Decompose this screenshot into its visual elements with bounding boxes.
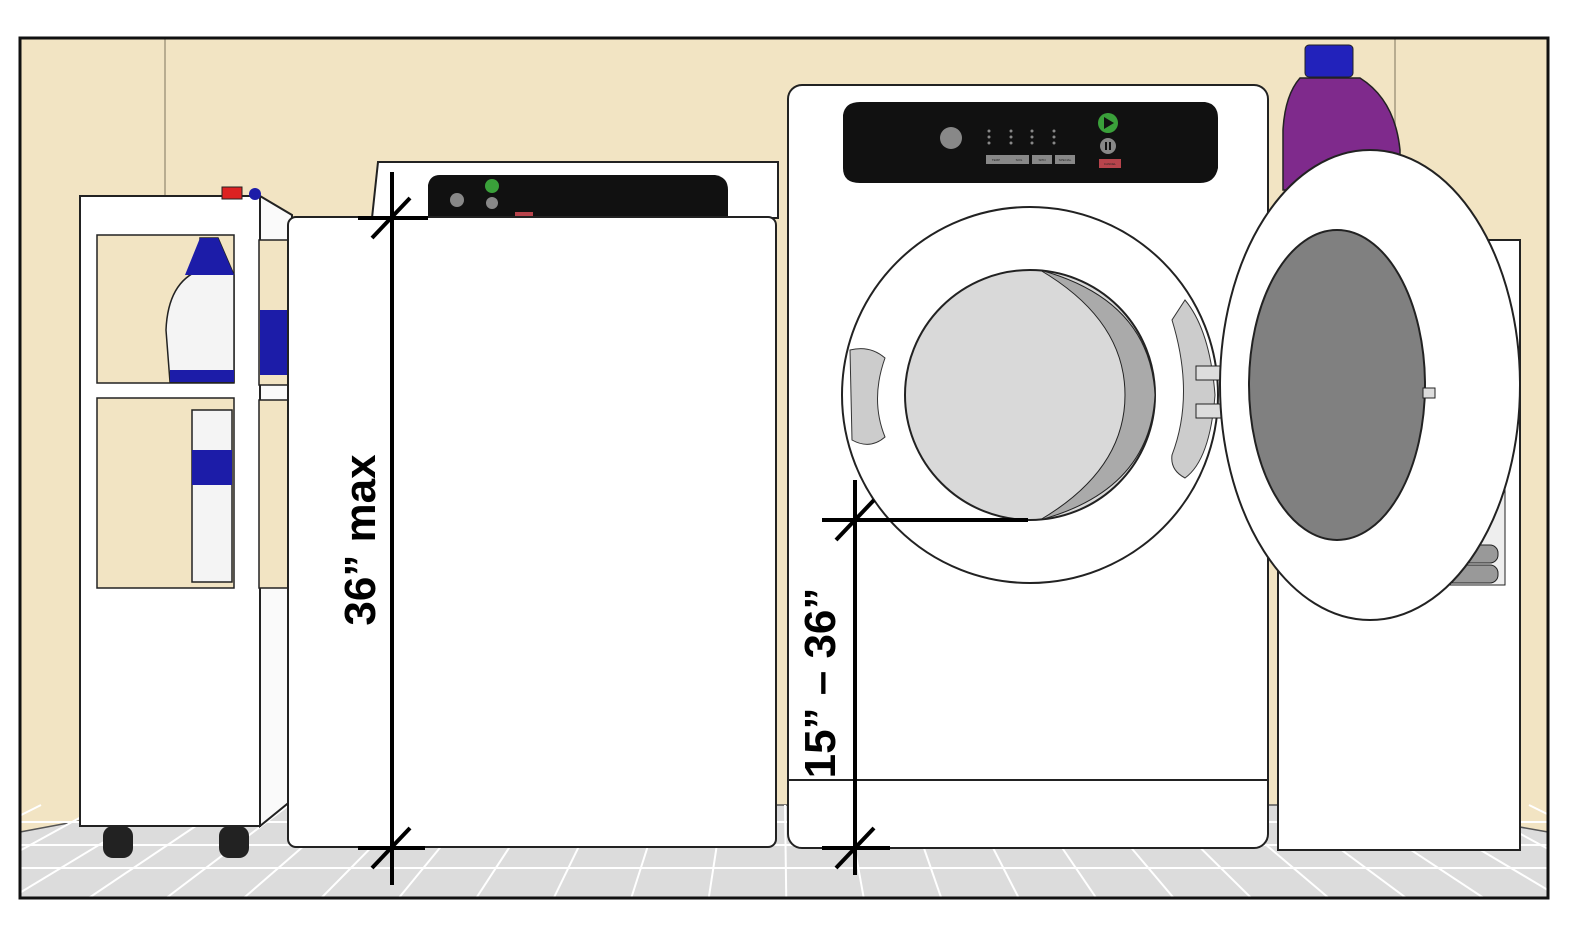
- soil-button-label: SOIL: [1016, 158, 1023, 162]
- washer-control-panel: [428, 175, 728, 218]
- dryer-control-panel: [843, 102, 1218, 183]
- power-icon: [940, 127, 962, 149]
- dryer-door-open[interactable]: [1219, 149, 1521, 621]
- power-icon: [450, 193, 464, 207]
- temp-button-label: TEMP: [992, 158, 1000, 162]
- dryer-opening-dimension: [822, 480, 1028, 875]
- tile-line: [1528, 804, 1593, 838]
- special-button-label: SPECIAL: [1059, 158, 1072, 162]
- front-load-dryer: TEMP SOIL SPIN SPECIAL CANCEL: [787, 84, 1269, 849]
- pause-icon: [486, 197, 498, 209]
- door-latch: [1422, 387, 1436, 399]
- washer-height-dimension: [358, 172, 428, 885]
- cart-wheel: [103, 826, 133, 858]
- top-load-washer: [287, 161, 779, 848]
- frame-border: [18, 36, 1550, 900]
- cancel-button-label: CANCEL: [1104, 162, 1117, 166]
- tile-line: [0, 804, 104, 863]
- dryer-opening-height-label: 15” – 36”: [796, 588, 845, 779]
- pause-icon[interactable]: [1100, 138, 1116, 154]
- temp-button[interactable]: [986, 155, 1006, 164]
- spray-bottle: [191, 409, 233, 583]
- tile-line: [784, 804, 788, 899]
- door-window: [1248, 229, 1426, 541]
- cancel-button[interactable]: [1099, 159, 1121, 168]
- storage-cart: [79, 186, 293, 858]
- spin-button[interactable]: [1032, 155, 1052, 164]
- soil-button[interactable]: [1009, 155, 1029, 164]
- start-icon: [485, 179, 499, 193]
- dryer-drum: [904, 269, 1156, 521]
- cycle-buttons: TEMP SOIL SPIN SPECIAL: [986, 155, 1075, 164]
- cart-wheel: [219, 826, 249, 858]
- washer-height-label: 36” max: [336, 454, 385, 626]
- tile-line: [0, 804, 42, 827]
- special-button[interactable]: [1055, 155, 1075, 164]
- spin-button-label: SPIN: [1038, 158, 1045, 162]
